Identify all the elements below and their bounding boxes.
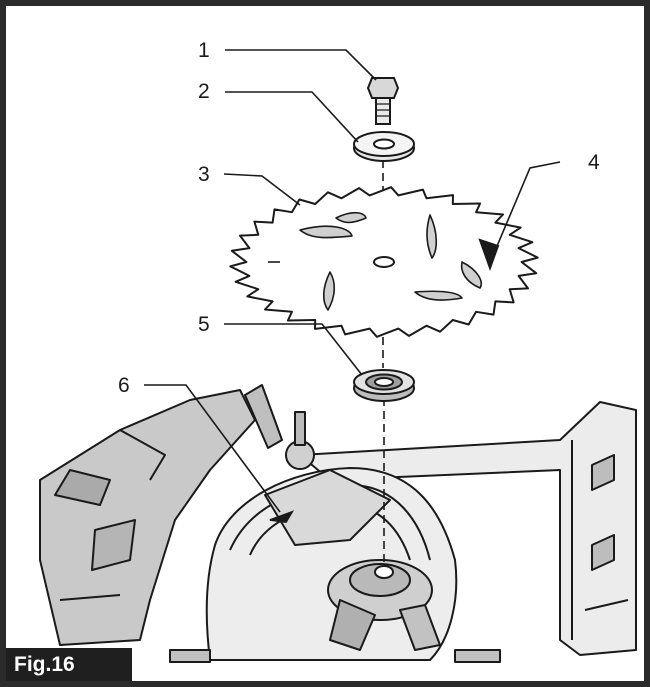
blade-arrow-icon xyxy=(478,238,500,271)
callout-4: 4 xyxy=(588,151,600,174)
saw-base-icon xyxy=(39,384,637,663)
bolt-icon xyxy=(366,77,400,125)
blade-guard-arrow-icon xyxy=(269,510,295,523)
callout-2: 2 xyxy=(198,80,210,103)
outer-flange-icon xyxy=(353,131,415,162)
figure-label: Fig.16 xyxy=(6,648,132,681)
callout-6: 6 xyxy=(118,374,130,397)
callout-3: 3 xyxy=(198,163,210,186)
callout-1: 1 xyxy=(198,39,210,62)
inner-flange-icon xyxy=(353,369,415,402)
saw-blade-icon xyxy=(229,186,539,338)
callout-5: 5 xyxy=(198,313,210,336)
leader-lines xyxy=(144,49,561,513)
